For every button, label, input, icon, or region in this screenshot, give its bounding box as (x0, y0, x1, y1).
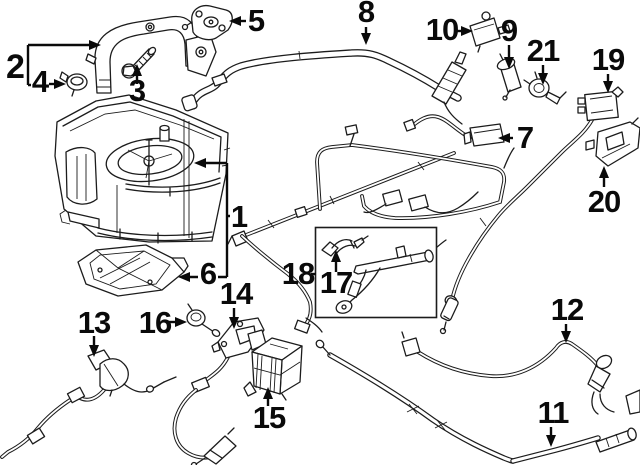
part-support-bracket (85, 15, 217, 94)
callout-20-label: 20 (588, 184, 620, 219)
part-18-box (314, 226, 438, 319)
callout-19-label: 19 (592, 42, 625, 77)
oxygen-sensor-lower (190, 427, 237, 465)
callout-16: 16 (139, 305, 187, 340)
callout-10-label: 10 (426, 12, 458, 47)
callout-16-label: 16 (139, 305, 172, 340)
part-module-19 (439, 86, 624, 335)
callout-13-label: 13 (78, 305, 111, 340)
callout-3-label: 3 (129, 73, 146, 108)
part-filler-pipe (181, 49, 467, 125)
part-bolt (121, 46, 157, 79)
callout-17: 17 (320, 250, 353, 300)
callout-5-label: 5 (248, 3, 265, 38)
part-check-valve (523, 71, 567, 105)
part-canister (243, 337, 303, 401)
part-purge-valve (186, 303, 221, 338)
callout-17-label: 17 (320, 265, 352, 300)
callout-8-label: 8 (358, 0, 375, 29)
callout-14-label: 14 (220, 276, 254, 311)
callout-13: 13 (78, 305, 112, 357)
part-sensor-12 (401, 331, 640, 415)
callout-7: 7 (498, 120, 534, 155)
part-module-7 (403, 114, 505, 147)
callout-6-label: 6 (200, 256, 217, 291)
part-skid-plate (77, 244, 189, 297)
callout-21: 21 (527, 33, 561, 85)
callout-19: 19 (592, 42, 626, 93)
callout-2: 2 (6, 40, 101, 87)
callout-4: 4 (32, 64, 66, 99)
callout-9-label: 9 (501, 13, 518, 48)
callout-2-label: 2 (6, 48, 24, 86)
callout-7-label: 7 (517, 120, 533, 155)
part-sensor-13 (0, 349, 177, 459)
callout-12-label: 12 (551, 292, 583, 327)
callout-15-label: 15 (253, 400, 286, 435)
oxygen-sensor-upper (439, 295, 459, 335)
callout-20: 20 (588, 166, 621, 219)
callout-18: 18 (282, 256, 316, 291)
callout-5: 5 (229, 3, 266, 38)
callout-11: 11 (538, 395, 570, 447)
part-bracket-14 (172, 317, 267, 465)
callout-1: 1 (194, 158, 249, 277)
callout-14: 14 (220, 276, 255, 329)
part-fuel-tank (54, 94, 231, 244)
callout-6: 6 (178, 256, 227, 291)
part-bracket-20 (585, 117, 640, 167)
callout-3: 3 (129, 64, 147, 108)
callout-4-label: 4 (32, 64, 50, 99)
callout-10: 10 (426, 12, 473, 47)
callout-15: 15 (253, 387, 287, 435)
callout-21-label: 21 (527, 33, 560, 68)
part-plate (181, 4, 233, 41)
callout-12: 12 (551, 292, 584, 343)
part-vent-valve (469, 11, 511, 53)
part-injector (321, 235, 369, 257)
part-tube-11 (315, 339, 637, 464)
part-fuel-rail (335, 245, 434, 314)
callout-11-label: 11 (538, 395, 570, 430)
part-mount (59, 71, 88, 97)
callout-9: 9 (501, 13, 519, 69)
callout-1-label: 1 (231, 199, 248, 234)
callout-18-label: 18 (282, 256, 315, 291)
callout-8: 8 (358, 0, 376, 45)
